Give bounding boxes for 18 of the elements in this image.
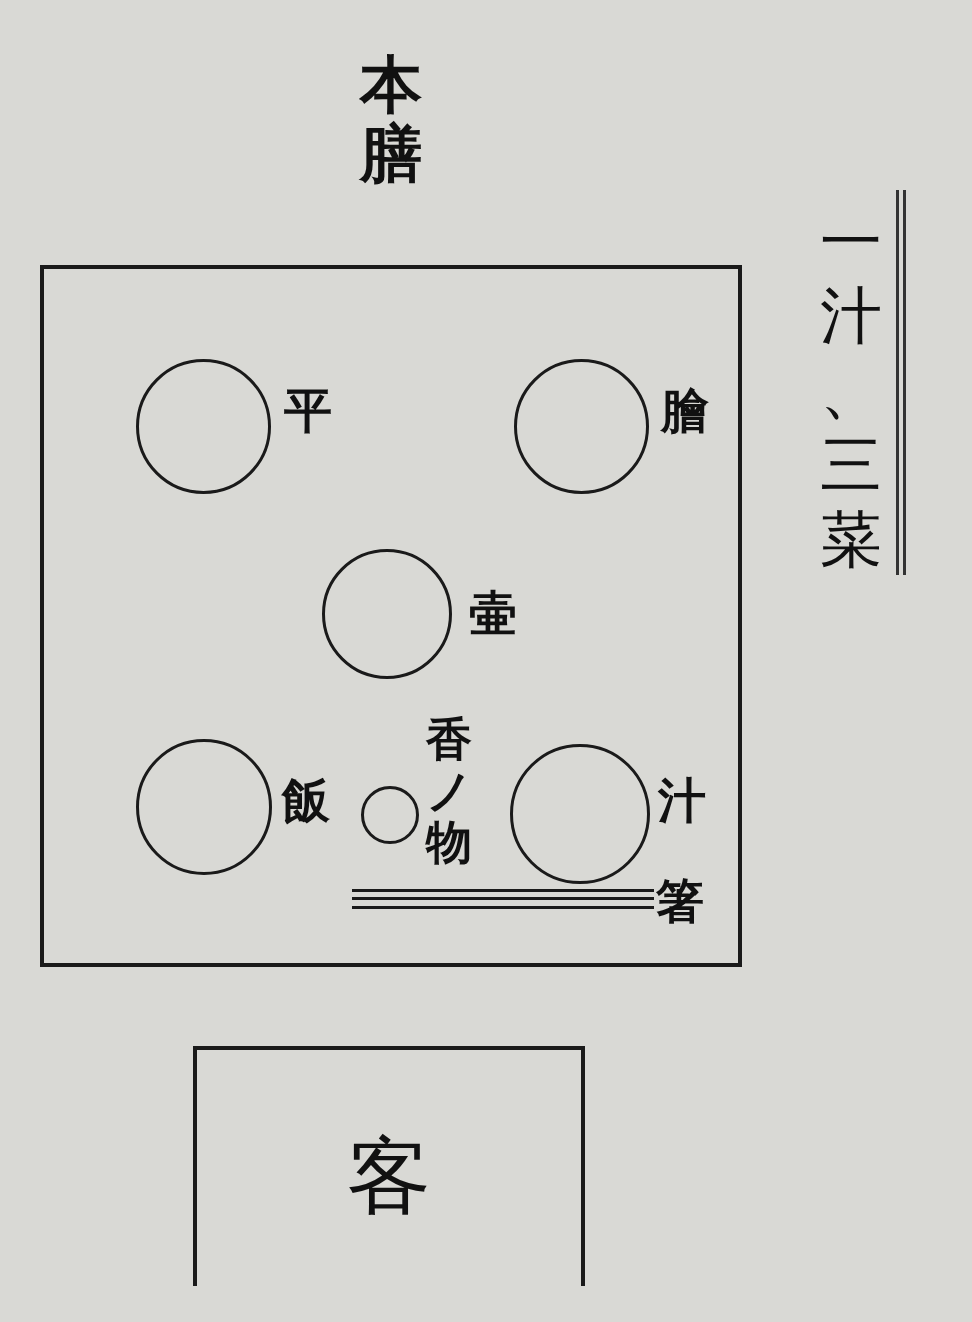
- dish-circle: [361, 786, 419, 844]
- dish-circle: [514, 359, 649, 494]
- title-text: 本膳: [360, 50, 422, 189]
- dish-label: 香ノ物: [426, 714, 472, 869]
- guest-label: 客: [347, 1126, 431, 1227]
- dish-label: 平: [284, 384, 332, 438]
- guest-area: [193, 1046, 585, 1286]
- dish-circle: [136, 359, 271, 494]
- dish-circle: [510, 744, 650, 884]
- dish-circle: [136, 739, 272, 875]
- dish-label: 飯: [282, 774, 330, 828]
- dish-label: 膾: [661, 384, 709, 438]
- dish-label: 箸: [656, 874, 704, 928]
- dish-label: 汁: [658, 774, 706, 828]
- chopsticks-drawing: [352, 889, 654, 909]
- dish-label: 壷: [469, 587, 517, 641]
- dish-circle: [322, 549, 452, 679]
- side-note: 一汁、三菜: [820, 205, 882, 577]
